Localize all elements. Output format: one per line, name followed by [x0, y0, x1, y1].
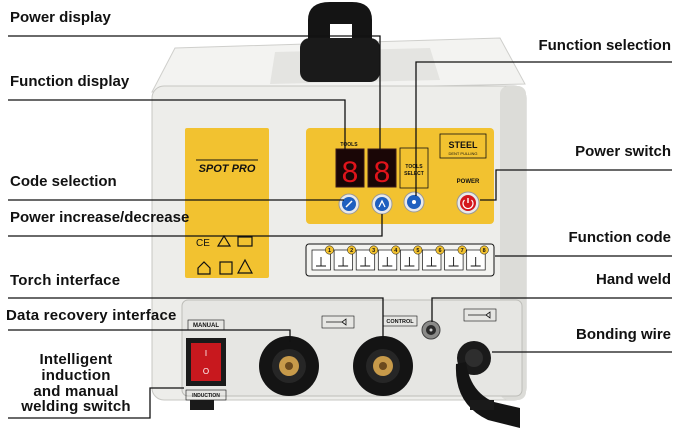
- tools-select-box: [399, 147, 429, 189]
- tools-select-line2: SELECT: [404, 171, 424, 177]
- bonding-wire-cable[interactable]: [455, 341, 520, 428]
- function-code-number: 5: [416, 248, 419, 254]
- power-display: [367, 148, 397, 188]
- function-code-number: 1: [328, 248, 331, 254]
- function-code-number: 7: [461, 248, 464, 254]
- tool-icon: [382, 257, 393, 267]
- mode-switch[interactable]: [191, 343, 221, 381]
- function-code-number: 3: [372, 248, 375, 254]
- tool-icon: [448, 257, 459, 267]
- function-select-knob[interactable]: [403, 191, 425, 213]
- callout-power-increase-decrease: Power increase/decrease: [10, 209, 190, 226]
- mode-switch-symbol-one: I: [205, 349, 207, 358]
- steel-sub-label: DENT PULLING: [448, 151, 477, 156]
- mode-switch-symbol-zero: O: [203, 367, 209, 376]
- foot-right: [470, 400, 494, 410]
- callout-intelligent-switch-line2: and manual: [33, 382, 119, 400]
- tool-icon: [404, 257, 415, 267]
- function-code-number: 4: [394, 248, 398, 254]
- function-code-cell: 4: [377, 245, 401, 271]
- leader-lines: [8, 35, 672, 419]
- handle-base: [300, 38, 380, 82]
- power-display-digit: 8: [374, 156, 391, 189]
- function-display: [335, 148, 365, 188]
- callout-intelligent-switch-line1: Intelligent induction: [39, 351, 113, 384]
- tool-icon: [470, 257, 481, 267]
- callout-hand-weld: Hand weld: [595, 271, 671, 288]
- bonding-label-box: [463, 308, 497, 322]
- callout-torch-interface: Torch interface: [10, 272, 121, 289]
- power-adjust-knob[interactable]: [371, 193, 393, 215]
- foot-left: [190, 400, 214, 410]
- function-code-cell: 5: [400, 245, 423, 271]
- function-code-cell: 1: [311, 245, 334, 271]
- function-code-cell: 7: [444, 245, 467, 271]
- callout-power-switch: Power switch: [575, 143, 671, 160]
- hand-weld-connector[interactable]: [421, 320, 441, 340]
- tool-icon: [426, 257, 437, 267]
- function-code-cells: 1 2 3 4 5 6 7 8: [311, 245, 489, 271]
- callout-power-display: Power display: [10, 9, 111, 26]
- function-display-digit: 8: [342, 156, 359, 189]
- steel-label: STEEL: [448, 140, 478, 150]
- callout-bonding-wire: Bonding wire: [576, 326, 671, 343]
- function-code-cell: 2: [333, 245, 357, 271]
- callout-function-selection: Function selection: [538, 37, 671, 54]
- tool-icon: [360, 257, 371, 267]
- torch-connector[interactable]: [259, 336, 319, 396]
- manual-label: MANUAL: [193, 323, 219, 329]
- callout-intelligent-switch: Intelligent induction and manual welding…: [6, 352, 146, 415]
- function-code-number: 2: [350, 248, 353, 254]
- tool-icon: [316, 257, 326, 267]
- function-code-number: 6: [438, 248, 441, 254]
- function-code-number: 8: [483, 248, 486, 254]
- warning-symbols: CE: [196, 234, 254, 275]
- callout-code-selection: Code selection: [10, 173, 117, 190]
- brand-label-panel: [185, 128, 269, 278]
- function-code-cell: 8: [466, 245, 489, 271]
- induction-label: INDUCTION: [192, 393, 220, 399]
- callout-intelligent-switch-line3: welding switch: [21, 398, 131, 416]
- tools-label: TOOLS: [340, 142, 358, 148]
- power-switch-button[interactable]: [456, 191, 480, 215]
- function-code-cell: 6: [422, 245, 445, 271]
- steel-label-box: [439, 133, 487, 159]
- control-label: CONTROL: [386, 319, 414, 325]
- function-code-cell: 3: [355, 245, 379, 271]
- code-selection-knob[interactable]: [338, 193, 360, 215]
- data-recovery-connector[interactable]: [353, 336, 413, 396]
- tool-icon: [338, 257, 349, 267]
- brand-text: SPOT PRO: [199, 163, 256, 175]
- svg-text:CE: CE: [196, 238, 210, 249]
- bonding-label-icon: [468, 311, 491, 319]
- power-label: POWER: [457, 179, 480, 185]
- callout-data-recovery-interface: Data recovery interface: [6, 307, 177, 324]
- tools-select-line1: TOOLS: [405, 164, 423, 170]
- callout-function-code: Function code: [568, 229, 672, 246]
- torch-label-icon: [326, 318, 347, 326]
- callout-function-display: Function display: [10, 73, 130, 90]
- torch-label-box: [321, 315, 355, 329]
